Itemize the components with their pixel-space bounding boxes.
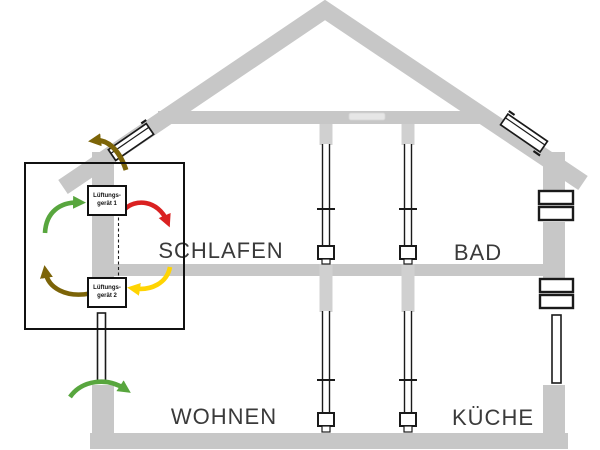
right-wall-window	[551, 314, 562, 384]
pipe-ground-2	[399, 311, 417, 433]
air-valve-box	[317, 412, 335, 427]
openings	[96, 110, 575, 384]
device-2-line1: Lüftungs-	[93, 285, 121, 291]
skylight-right	[499, 110, 549, 157]
right-wall-vents-lower	[538, 277, 575, 310]
skylight-left	[107, 119, 155, 162]
supply-air-red-arrow	[122, 200, 171, 228]
fresh-air-wall-green-arrow	[68, 379, 131, 399]
right-wall-vents-upper	[537, 189, 575, 222]
device-2-line2: gerät 2	[97, 292, 117, 299]
device-1-line2: gerät 1	[97, 200, 117, 207]
return-air-yellow-arrow	[127, 266, 173, 296]
pipe-ground-1	[317, 311, 335, 433]
duct-stub	[401, 124, 415, 145]
ventilation-unit-1-label: Lüftungs- gerät 1	[87, 185, 127, 216]
exhaust-roof-brown-arrow	[88, 133, 129, 171]
duct-stub	[319, 124, 333, 145]
airflow-arrows	[40, 133, 173, 399]
duct-stub	[401, 264, 415, 312]
room-label-schlafen: SCHLAFEN	[158, 238, 284, 263]
ground-floor-slab	[90, 433, 568, 449]
device-1-line1: Lüftungs-	[93, 193, 121, 199]
ventilation-unit-2-label: Lüftungs- gerät 2	[87, 277, 127, 308]
room-label-wohnen: WOHNEN	[170, 404, 278, 429]
extract-air-attic-brown-arrow	[40, 265, 91, 297]
duct-stub	[319, 264, 333, 312]
pipe-upper-2	[399, 144, 417, 265]
right-wall-mid	[543, 222, 565, 278]
fresh-air-attic-green-arrow	[42, 195, 86, 234]
right-wall-top	[543, 152, 565, 191]
pipe-upper-1	[317, 144, 335, 265]
ventilation-pipes	[317, 144, 417, 433]
air-valve-box	[399, 245, 417, 260]
roof	[58, 0, 588, 195]
attic-ceiling-beam	[158, 111, 490, 124]
callout-box	[24, 162, 185, 330]
room-label-kueche: KÜCHE	[451, 405, 535, 430]
air-valve-box	[399, 412, 417, 427]
house-structure	[58, 0, 588, 449]
watermark	[349, 113, 385, 120]
air-valve-box	[317, 245, 335, 260]
room-label-bad: BAD	[453, 240, 503, 265]
